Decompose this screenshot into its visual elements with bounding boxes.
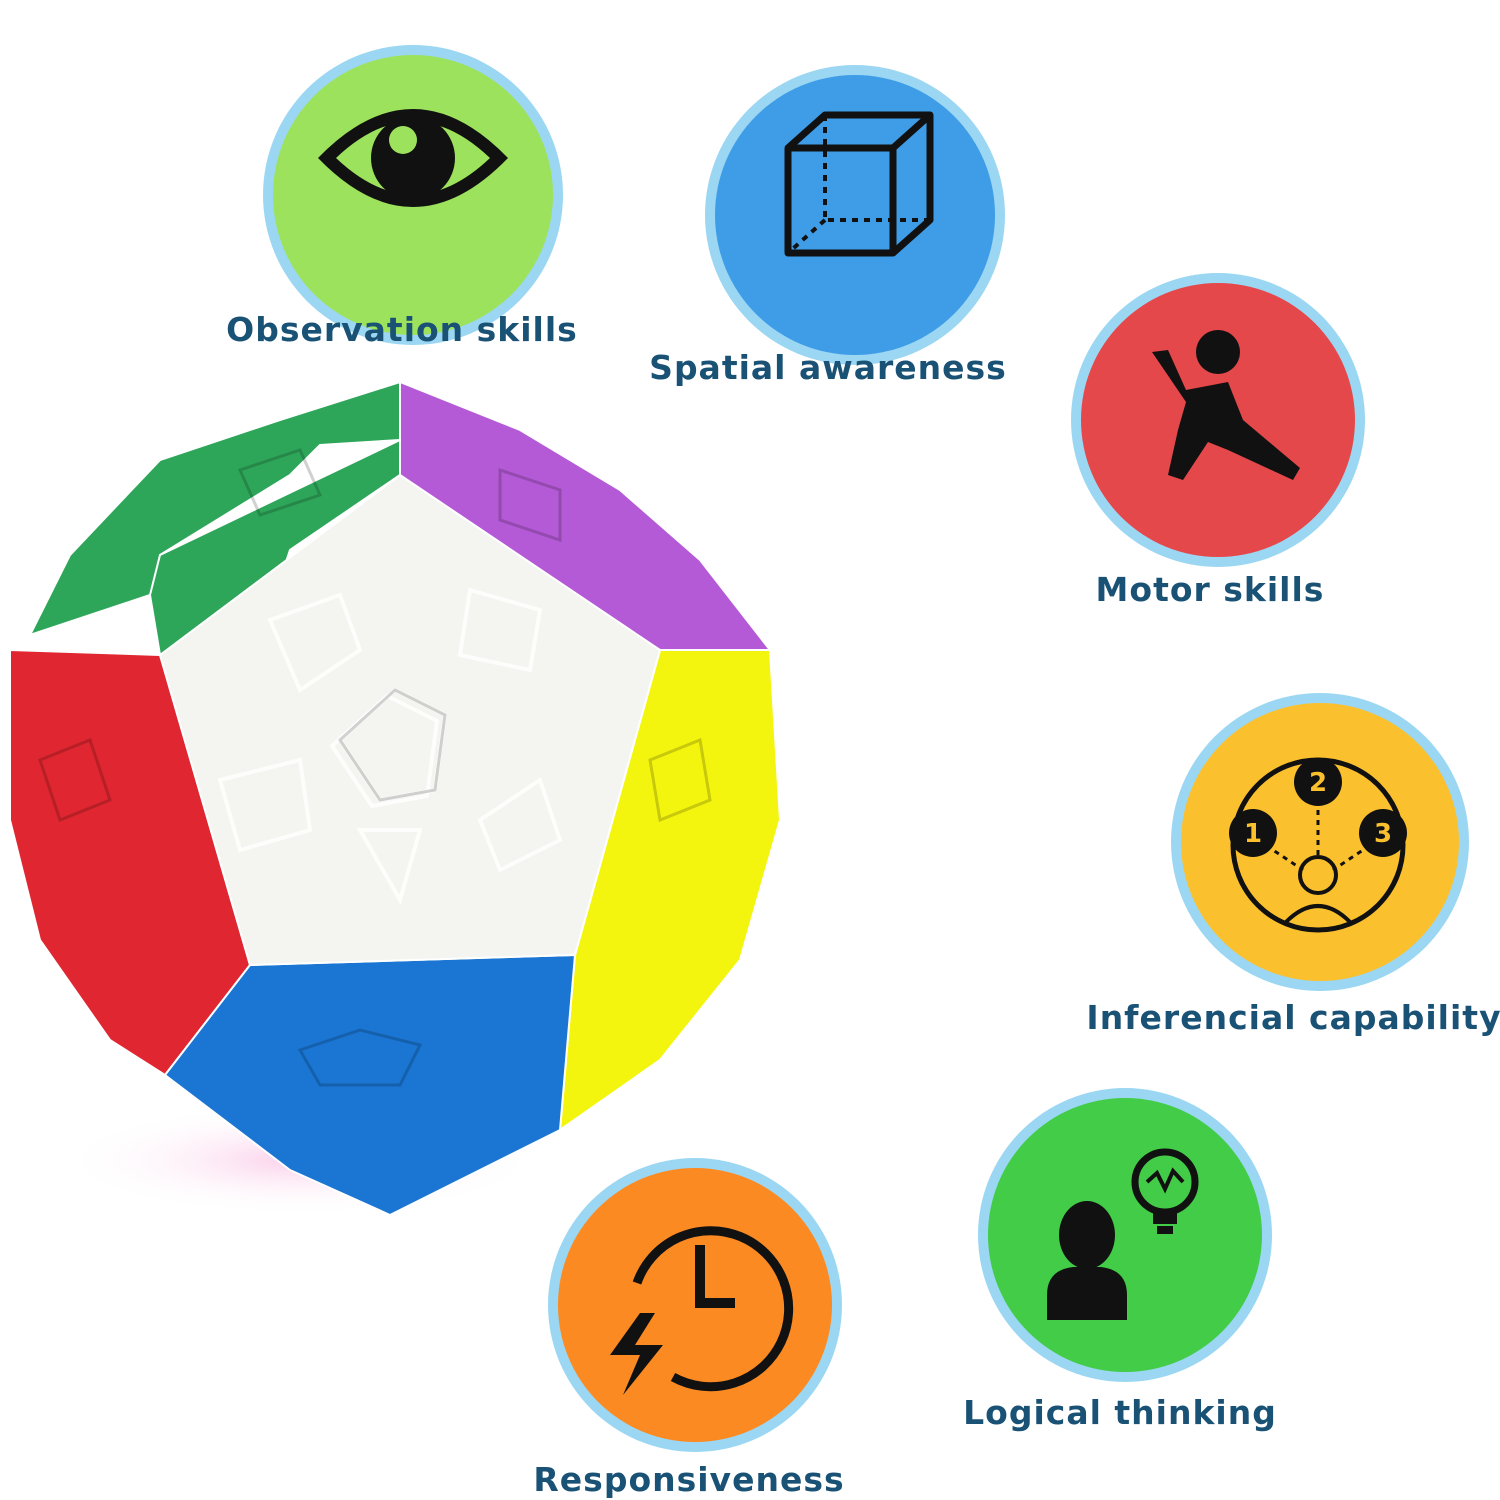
running-person-icon [1152, 330, 1300, 480]
choice-number-1: 1 [1244, 819, 1262, 849]
label-responsiveness: Responsiveness [533, 1460, 845, 1499]
label-logical-thinking: Logical thinking [963, 1393, 1277, 1432]
label-observation-skills: Observation skills [226, 310, 578, 349]
choice-number-2: 2 [1309, 768, 1327, 798]
badge-observation-skills [258, 40, 568, 350]
clock-lightning-icon [610, 1226, 794, 1395]
person-lightbulb-icon [1047, 1148, 1199, 1320]
badge-responsiveness [545, 1155, 845, 1455]
badge-inferencial-capability: 2 1 3 [1168, 690, 1473, 995]
choice-diagram-icon: 2 1 3 [1229, 757, 1407, 933]
label-spatial-awareness: Spatial awareness [649, 348, 1007, 387]
badge-circle [1171, 693, 1469, 991]
megaminx-puzzle-icon [9, 381, 781, 1216]
badge-logical-thinking [975, 1085, 1275, 1385]
badge-spatial-awareness [700, 60, 1010, 370]
cube-icon [784, 111, 934, 257]
choice-number-3: 3 [1374, 819, 1392, 849]
badge-motor-skills [1068, 270, 1368, 570]
label-motor-skills: Motor skills [1095, 570, 1325, 609]
eye-icon [318, 109, 508, 207]
label-inferencial-capability: Inferencial capability [1086, 998, 1500, 1037]
